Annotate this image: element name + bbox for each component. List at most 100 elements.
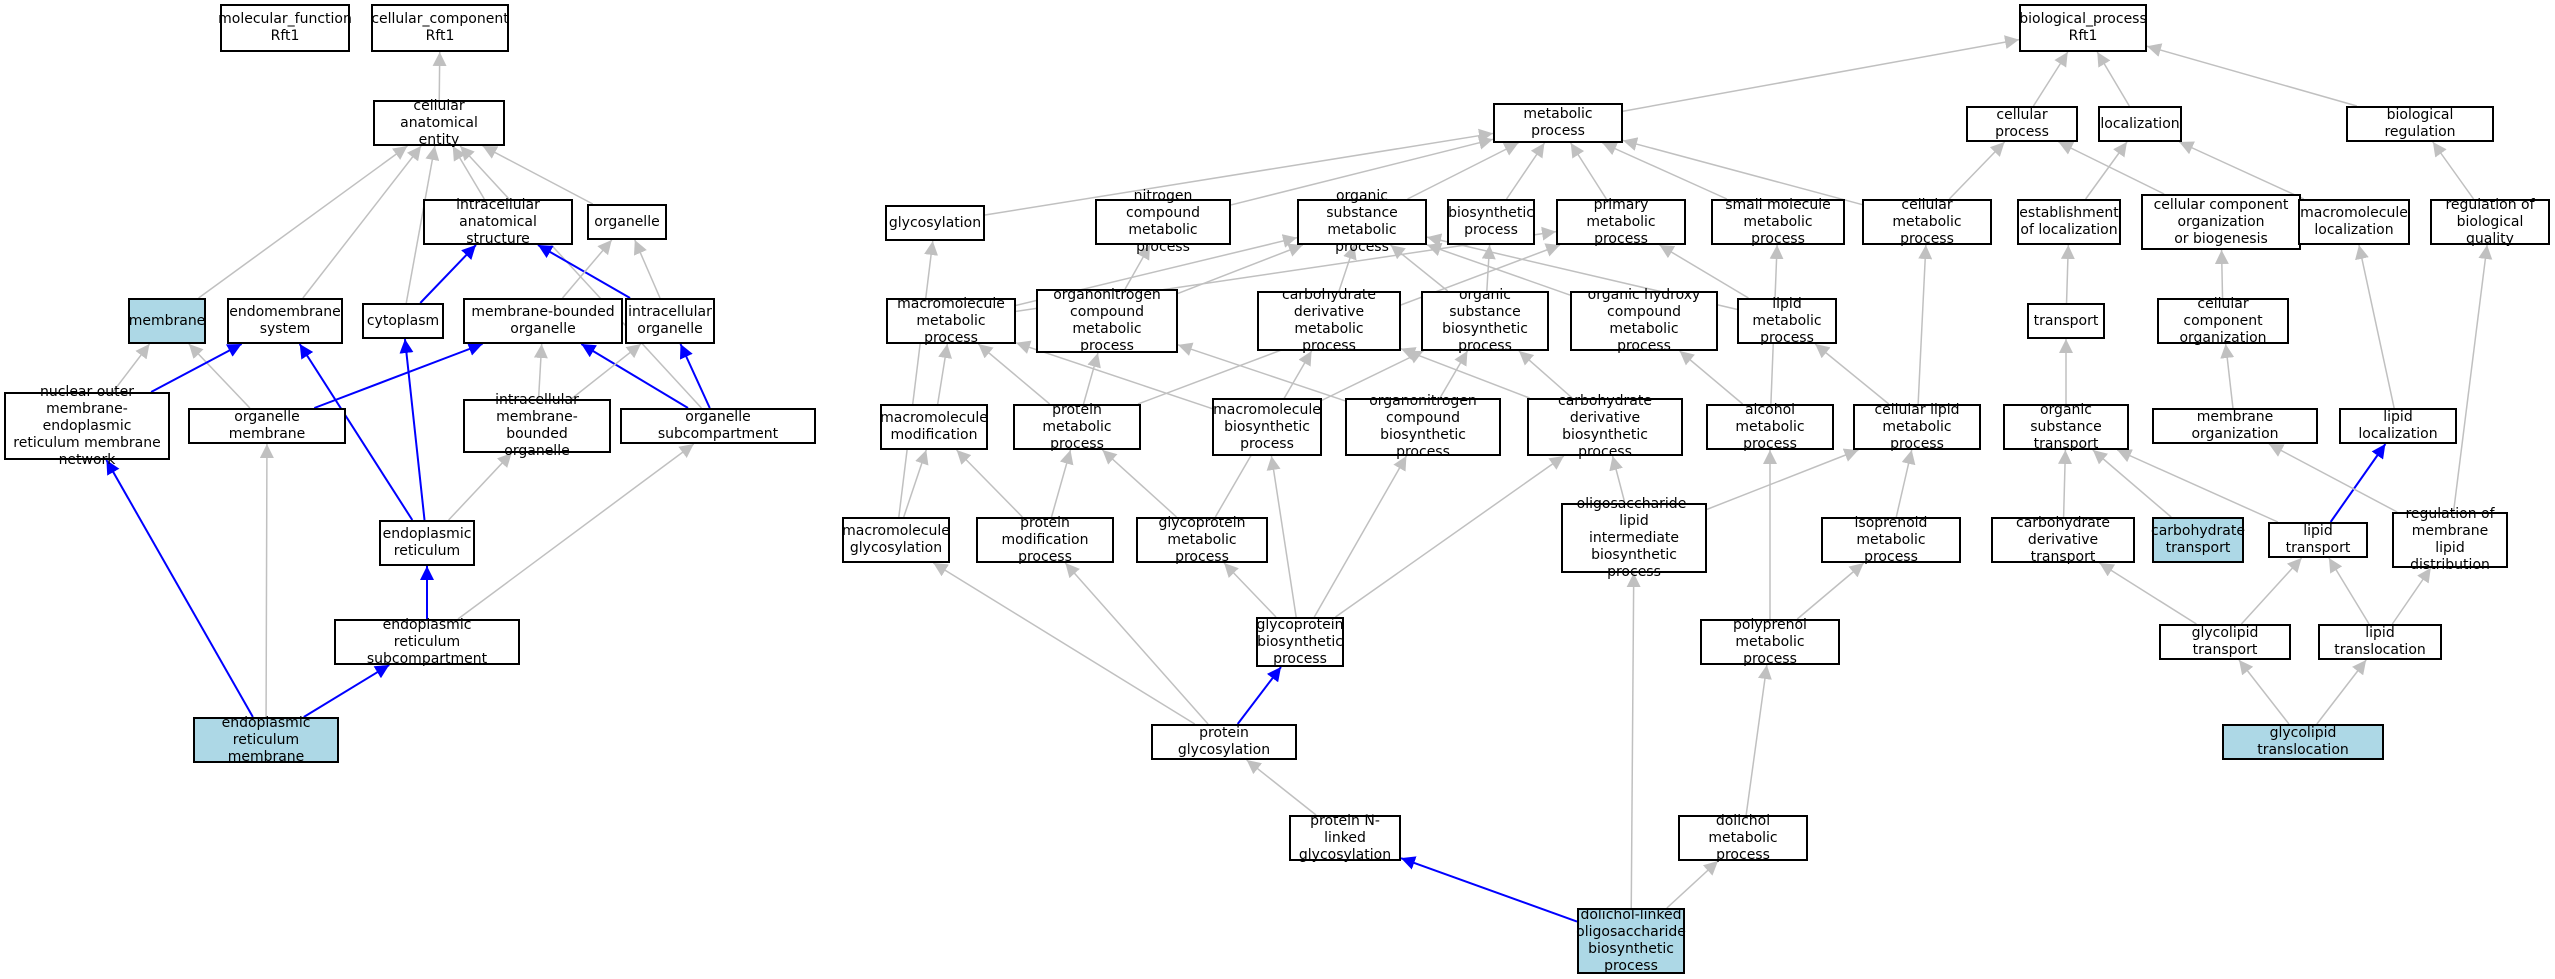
node-endoplasmic-reticulum-subcompartment[interactable]: endoplasmic reticulum subcompartment (334, 617, 520, 667)
node-glycolipid-transport[interactable]: glycolipid transport (2159, 624, 2291, 660)
node-intracellular-organelle[interactable]: intracellular organelle (625, 298, 715, 344)
node-primary-metabolic-process[interactable]: primary metabolic process (1556, 197, 1686, 247)
node-macromolecule-metabolic-process[interactable]: macromolecule metabolic process (886, 296, 1016, 346)
edge-estloc-to-localization (2085, 141, 2128, 200)
node-lipid-translocation[interactable]: lipid translocation (2318, 624, 2442, 660)
node-intracellular-membrane-bounded-organelle[interactable]: intracellular membrane-bounded organelle (463, 392, 611, 459)
node-organelle-subcompartment[interactable]: organelle subcompartment (620, 408, 816, 444)
edge-ccob-to-cellproc (2058, 141, 2165, 195)
edge-imbo-to-mbo (533, 343, 548, 400)
node-glycolipid-translocation[interactable]: glycolipid translocation (2222, 724, 2384, 760)
edge-rmld-to-regbq (2452, 244, 2493, 513)
node-organonitrogen-compound-biosynthetic-process[interactable]: organonitrogen compound biosynthetic pro… (1345, 393, 1501, 460)
node-cellular-component-organization-or-biogenesis[interactable]: cellular component organization or bioge… (2141, 194, 2301, 250)
node-intracellular-anatomical-structure[interactable]: intracellular anatomical structure (423, 197, 573, 247)
node-membrane[interactable]: membrane (128, 298, 206, 344)
node-cellular-component-organization[interactable]: cellular component organization (2157, 296, 2289, 346)
node-cellular-process[interactable]: cellular process (1966, 106, 2078, 142)
node-cellular-metabolic-process[interactable]: cellular metabolic process (1862, 197, 1992, 247)
node-cellular-anatomical-entity[interactable]: cellular anatomical entity (373, 98, 505, 148)
edge-osbp-to-biosynth (1481, 244, 1496, 292)
node-lipid-localization[interactable]: lipid localization (2339, 408, 2457, 444)
edge-gpbp-to-mbp (1266, 455, 1297, 618)
node-cellular-component-rft1[interactable]: cellular_component Rft1 (371, 4, 509, 52)
node-small-molecule-metabolic-process[interactable]: small molecule metabolic process (1711, 197, 1845, 247)
edge-lt-to-ost (2116, 449, 2279, 523)
node-carbohydrate-derivative-biosynthetic-process[interactable]: carbohydrate derivative biosynthetic pro… (1527, 393, 1683, 460)
edge-olibp-to-cdbp (1609, 455, 1626, 504)
edge-ermem-to-nuclear (105, 459, 254, 718)
node-nuclear-outer-membrane-er-network[interactable]: nuclear outer membrane-endoplasmic retic… (4, 384, 170, 468)
node-lipid-metabolic-process[interactable]: lipid metabolic process (1737, 296, 1837, 346)
node-endoplasmic-reticulum-membrane[interactable]: endoplasmic reticulum membrane (193, 715, 339, 765)
edge-mglyc-to-glycosylation (898, 240, 939, 518)
node-transport[interactable]: transport (2027, 303, 2105, 339)
node-carbohydrate-derivative-metabolic-process[interactable]: carbohydrate derivative metabolic proces… (1257, 287, 1401, 354)
edge-osbp-to-osmp (1390, 244, 1449, 292)
node-glycoprotein-metabolic-process[interactable]: glycoprotein metabolic process (1136, 515, 1268, 565)
node-nitrogen-compound-metabolic-process[interactable]: nitrogen compound metabolic process (1095, 188, 1231, 255)
node-regulation-of-membrane-lipid-distribution[interactable]: regulation of membrane lipid distributio… (2392, 506, 2508, 573)
edge-localization-to-bp_root (2096, 51, 2130, 107)
node-dolichol-linked-oligosaccharide-biosynthetic-process[interactable]: dolichol-linked oligosaccharide biosynth… (1576, 907, 1686, 974)
node-organelle[interactable]: organelle (587, 204, 667, 240)
node-protein-modification-process[interactable]: protein modification process (976, 515, 1114, 565)
edge-oncbp-to-osbp (1439, 350, 1469, 399)
node-biosynthetic-process[interactable]: biosynthetic process (1447, 199, 1535, 245)
edge-oncmp-to-ncmp (1124, 244, 1151, 290)
node-membrane-bounded-organelle[interactable]: membrane-bounded organelle (463, 298, 623, 344)
edge-dlobp-to-olibp (1626, 572, 1641, 909)
edge-amp-to-ohcmp (1679, 350, 1744, 405)
edge-cytoplasm-to-cae (405, 145, 440, 304)
node-glycoprotein-biosynthetic-process[interactable]: glycoprotein biosynthetic process (1256, 616, 1344, 667)
node-macromolecule-localization[interactable]: macromolecule localization (2298, 199, 2410, 245)
edge-lt-to-lipidloc (2329, 443, 2387, 523)
node-organelle-membrane[interactable]: organelle membrane (188, 408, 346, 444)
node-organonitrogen-compound-metabolic-process[interactable]: organonitrogen compound metabolic proces… (1036, 287, 1178, 354)
node-protein-metabolic-process[interactable]: protein metabolic process (1013, 402, 1141, 452)
node-macromolecule-biosynthetic-process[interactable]: macromolecule biosynthetic process (1212, 398, 1322, 456)
node-cellular-lipid-metabolic-process[interactable]: cellular lipid metabolic process (1853, 402, 1981, 452)
node-macromolecule-glycosylation[interactable]: macromolecule glycosylation (842, 517, 950, 563)
node-protein-glycosylation[interactable]: protein glycosylation (1151, 724, 1297, 760)
node-organic-substance-transport[interactable]: organic substance transport (2003, 402, 2129, 452)
node-membrane-organization[interactable]: membrane organization (2152, 408, 2318, 444)
edge-io-to-organelle (633, 239, 661, 299)
edge-ltrans-to-lt (2328, 557, 2370, 625)
node-organic-hydroxy-compound-metabolic-process[interactable]: organic hydroxy compound metabolic proce… (1570, 287, 1718, 354)
node-carbohydrate-transport[interactable]: carbohydrate transport (2151, 517, 2245, 563)
edge-er-to-cytoplasm (399, 338, 426, 521)
node-regulation-of-biological-quality[interactable]: regulation of biological quality (2430, 197, 2550, 247)
node-lipid-transport[interactable]: lipid transport (2268, 522, 2368, 558)
edge-ncmp-to-metab (1230, 135, 1494, 206)
edge-metab-to-bp_root (1622, 35, 2020, 112)
node-cytoplasm[interactable]: cytoplasm (362, 303, 444, 339)
node-metabolic-process[interactable]: metabolic process (1493, 103, 1623, 143)
node-biological-regulation[interactable]: biological regulation (2346, 106, 2494, 142)
edge-lipidloc-to-macroloc (2355, 244, 2395, 409)
node-endoplasmic-reticulum[interactable]: endoplasmic reticulum (379, 520, 475, 566)
node-alcohol-metabolic-process[interactable]: alcohol metabolic process (1706, 402, 1834, 452)
node-carbohydrate-derivative-transport[interactable]: carbohydrate derivative transport (1991, 515, 2135, 565)
edge-pnglyc-to-pglyc (1246, 759, 1317, 816)
node-polyprenol-metabolic-process[interactable]: polyprenol metabolic process (1700, 617, 1840, 667)
edge-dlobp-to-dolmp (1666, 860, 1719, 909)
edge-pglyc-to-mglyc (932, 562, 1196, 725)
node-isoprenoid-metabolic-process[interactable]: isoprenoid metabolic process (1821, 515, 1961, 565)
edge-orgsub-to-mbo (580, 343, 689, 409)
node-oligosaccharide-lipid-intermediate-biosynthetic-process[interactable]: oligosaccharide-lipid intermediate biosy… (1561, 496, 1707, 580)
node-endomembrane-system[interactable]: endomembrane system (227, 298, 343, 344)
node-molecular-function-rft1[interactable]: molecular_function Rft1 (218, 4, 352, 52)
node-macromolecule-modification[interactable]: macromolecule modification (880, 404, 988, 450)
node-organic-substance-biosynthetic-process[interactable]: organic substance biosynthetic process (1421, 287, 1549, 354)
node-organic-substance-metabolic-process[interactable]: organic substance metabolic process (1297, 188, 1427, 255)
edge-pmodp-to-mmod (956, 449, 1023, 518)
edge-rmld-to-memorg (2268, 443, 2398, 513)
node-establishment-of-localization[interactable]: establishment of localization (2017, 199, 2121, 245)
node-glycosylation[interactable]: glycosylation (885, 205, 985, 241)
edge-cdbp-to-cdmp (1400, 347, 1530, 399)
node-biological-process-rft1[interactable]: biological_process Rft1 (2019, 4, 2147, 52)
node-localization[interactable]: localization (2098, 106, 2182, 142)
node-protein-n-linked-glycosylation[interactable]: protein N-linked glycosylation (1289, 813, 1401, 863)
node-dolichol-metabolic-process[interactable]: dolichol metabolic process (1678, 813, 1808, 863)
